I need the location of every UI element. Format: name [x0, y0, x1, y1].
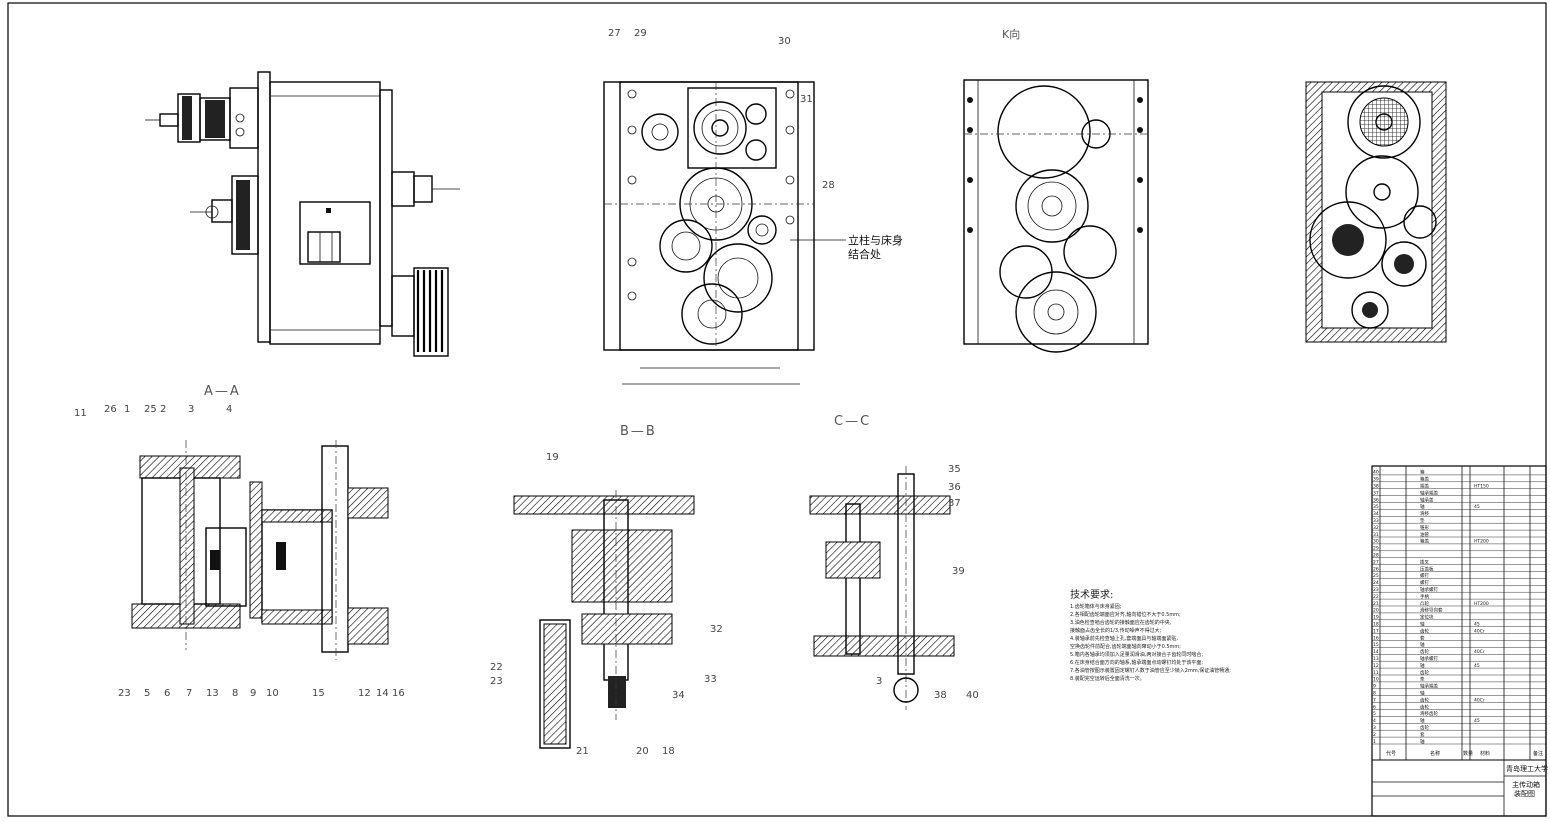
bom-cell-no: 5	[1373, 711, 1376, 717]
bom-cell-no: 15	[1373, 642, 1379, 648]
bom-cell-mat: 45	[1474, 718, 1480, 724]
bom-cell-name: 滑移齿轮	[1420, 710, 1438, 717]
bom-cell-name: 套	[1420, 634, 1425, 641]
bom-cell-no: 10	[1373, 677, 1379, 683]
bom-cell-no: 11	[1373, 670, 1379, 676]
side-view	[145, 71, 460, 357]
bom-cell-no: 23	[1373, 587, 1379, 593]
bom-cell-name: 油管	[1420, 531, 1429, 538]
bom-cell-no: 8	[1373, 691, 1376, 697]
bom-cell-mat: 45	[1474, 622, 1480, 628]
right-view	[1305, 81, 1447, 343]
bom-cell-no: 24	[1373, 580, 1379, 586]
bom-cell-name: 齿轮	[1420, 669, 1429, 676]
bom-cell-name: 轴承端盖	[1420, 683, 1438, 690]
bom-cell-name: 压盖板	[1420, 565, 1434, 572]
bom-cell-name: 轴	[1420, 690, 1425, 697]
bom-cell-name: 齿轮	[1420, 696, 1429, 703]
k-view	[963, 79, 1149, 353]
bom-cell-no: 16	[1373, 635, 1379, 641]
bom-cell-name: 轴	[1420, 738, 1425, 745]
bom-cell-no: 35	[1373, 504, 1379, 510]
bom-cell-no: 20	[1373, 608, 1379, 614]
bom-cell-no: 27	[1373, 559, 1379, 565]
bom-cell-no: 26	[1373, 566, 1379, 572]
section-cc	[809, 466, 955, 710]
bom-cell-name: 箱盖	[1420, 476, 1429, 483]
bom-cell-no: 17	[1373, 628, 1379, 634]
bom-cell-name: 箱盖	[1420, 538, 1429, 545]
bom-cell-no: 6	[1373, 704, 1376, 710]
bom-cell-name: 垫	[1420, 517, 1425, 524]
bom-cell-name: 轴	[1420, 717, 1425, 724]
bom-cell-mat: 45	[1474, 663, 1480, 669]
bom-cell-mat: 45	[1474, 504, 1480, 510]
bom-cell-mat: HT150	[1474, 484, 1489, 490]
bom-cell-no: 34	[1373, 511, 1379, 517]
bom-cell-name: 轴	[1420, 641, 1425, 648]
bom-cell-name: 滑移	[1420, 510, 1429, 517]
bom-cell-no: 13	[1373, 656, 1379, 662]
bom-cell-name: 凸轮	[1420, 600, 1429, 607]
bom-cell-no: 7	[1373, 697, 1376, 703]
bom-cell-name: 定位块	[1420, 614, 1434, 621]
bom-cell-no: 21	[1373, 601, 1379, 607]
bom-cell-name: 套	[1420, 731, 1425, 738]
bom-cell-no: 33	[1373, 518, 1379, 524]
bom-cell-no: 2	[1373, 732, 1376, 738]
bom-cell-name: 箱	[1420, 469, 1425, 476]
bom-cell-no: 37	[1373, 490, 1379, 496]
bom-cell-no: 12	[1373, 663, 1379, 669]
bom-cell-name: 齿轮	[1420, 648, 1429, 655]
bom-cell-mat: 40Cr	[1474, 628, 1485, 634]
bom-cell-no: 40	[1373, 470, 1379, 476]
bom-cell-name: 轴承螺钉	[1420, 586, 1438, 593]
bom-cell-no: 36	[1373, 497, 1379, 503]
bom-cell-name: 轴承螺钉	[1420, 655, 1438, 662]
bom-cell-name: 轴	[1420, 662, 1425, 669]
bom-cell-no: 38	[1373, 484, 1379, 490]
bom-cell-no: 14	[1373, 649, 1379, 655]
bom-cell-no: 3	[1373, 725, 1376, 731]
bom-cell-name: 垫	[1420, 676, 1425, 683]
bom-cell-no: 32	[1373, 525, 1379, 531]
title-block	[1371, 759, 1547, 817]
bom-cell-name: 轴承盖	[1420, 496, 1434, 503]
bom-cell-name: 拨叉	[1420, 558, 1429, 565]
bom-cell-name: 手柄	[1420, 593, 1429, 600]
bom-cell-mat: 40Cr	[1474, 649, 1485, 655]
bom-cell-no: 39	[1373, 477, 1379, 483]
bom-cell-no: 22	[1373, 594, 1379, 600]
bom-cell-mat: 40Cr	[1474, 697, 1485, 703]
bom-cell-name: 螺钉	[1420, 579, 1429, 586]
bom-cell-no: 19	[1373, 615, 1379, 621]
bom-cell-no: 25	[1373, 573, 1379, 579]
bom-cell-name: 轴	[1420, 503, 1425, 510]
bom-cell-name: 轴	[1420, 621, 1425, 628]
sheet-border	[7, 2, 1547, 817]
bom-cell-no: 31	[1373, 532, 1379, 538]
bom-cell-name: 齿轮	[1420, 627, 1429, 634]
front-view	[603, 81, 846, 385]
bom-cell-no: 18	[1373, 622, 1379, 628]
bom-cell-no: 29	[1373, 546, 1379, 552]
bom-cell-mat: HT200	[1474, 539, 1489, 545]
bom-cell-no: 4	[1373, 718, 1376, 724]
bom-cell-mat: HT200	[1474, 601, 1489, 607]
bom-cell-name: 锥形	[1420, 524, 1429, 531]
bom-cell-name: 滑移导向套	[1420, 607, 1443, 614]
bom-cell-no: 1	[1373, 739, 1376, 745]
bom-cell-no: 30	[1373, 539, 1379, 545]
bom-cell-no: 9	[1373, 684, 1376, 690]
bom-cell-name: 端盖	[1420, 483, 1429, 490]
bom-cell-name: 螺钉	[1420, 572, 1429, 579]
bom-cell-name: 轴承端盖	[1420, 489, 1438, 496]
bom-cell-no: 28	[1373, 553, 1379, 559]
section-bb	[513, 490, 695, 749]
bom-cell-name: 齿轮	[1420, 703, 1429, 710]
bom-cell-name: 齿轮	[1420, 724, 1429, 731]
section-aa	[131, 440, 389, 660]
